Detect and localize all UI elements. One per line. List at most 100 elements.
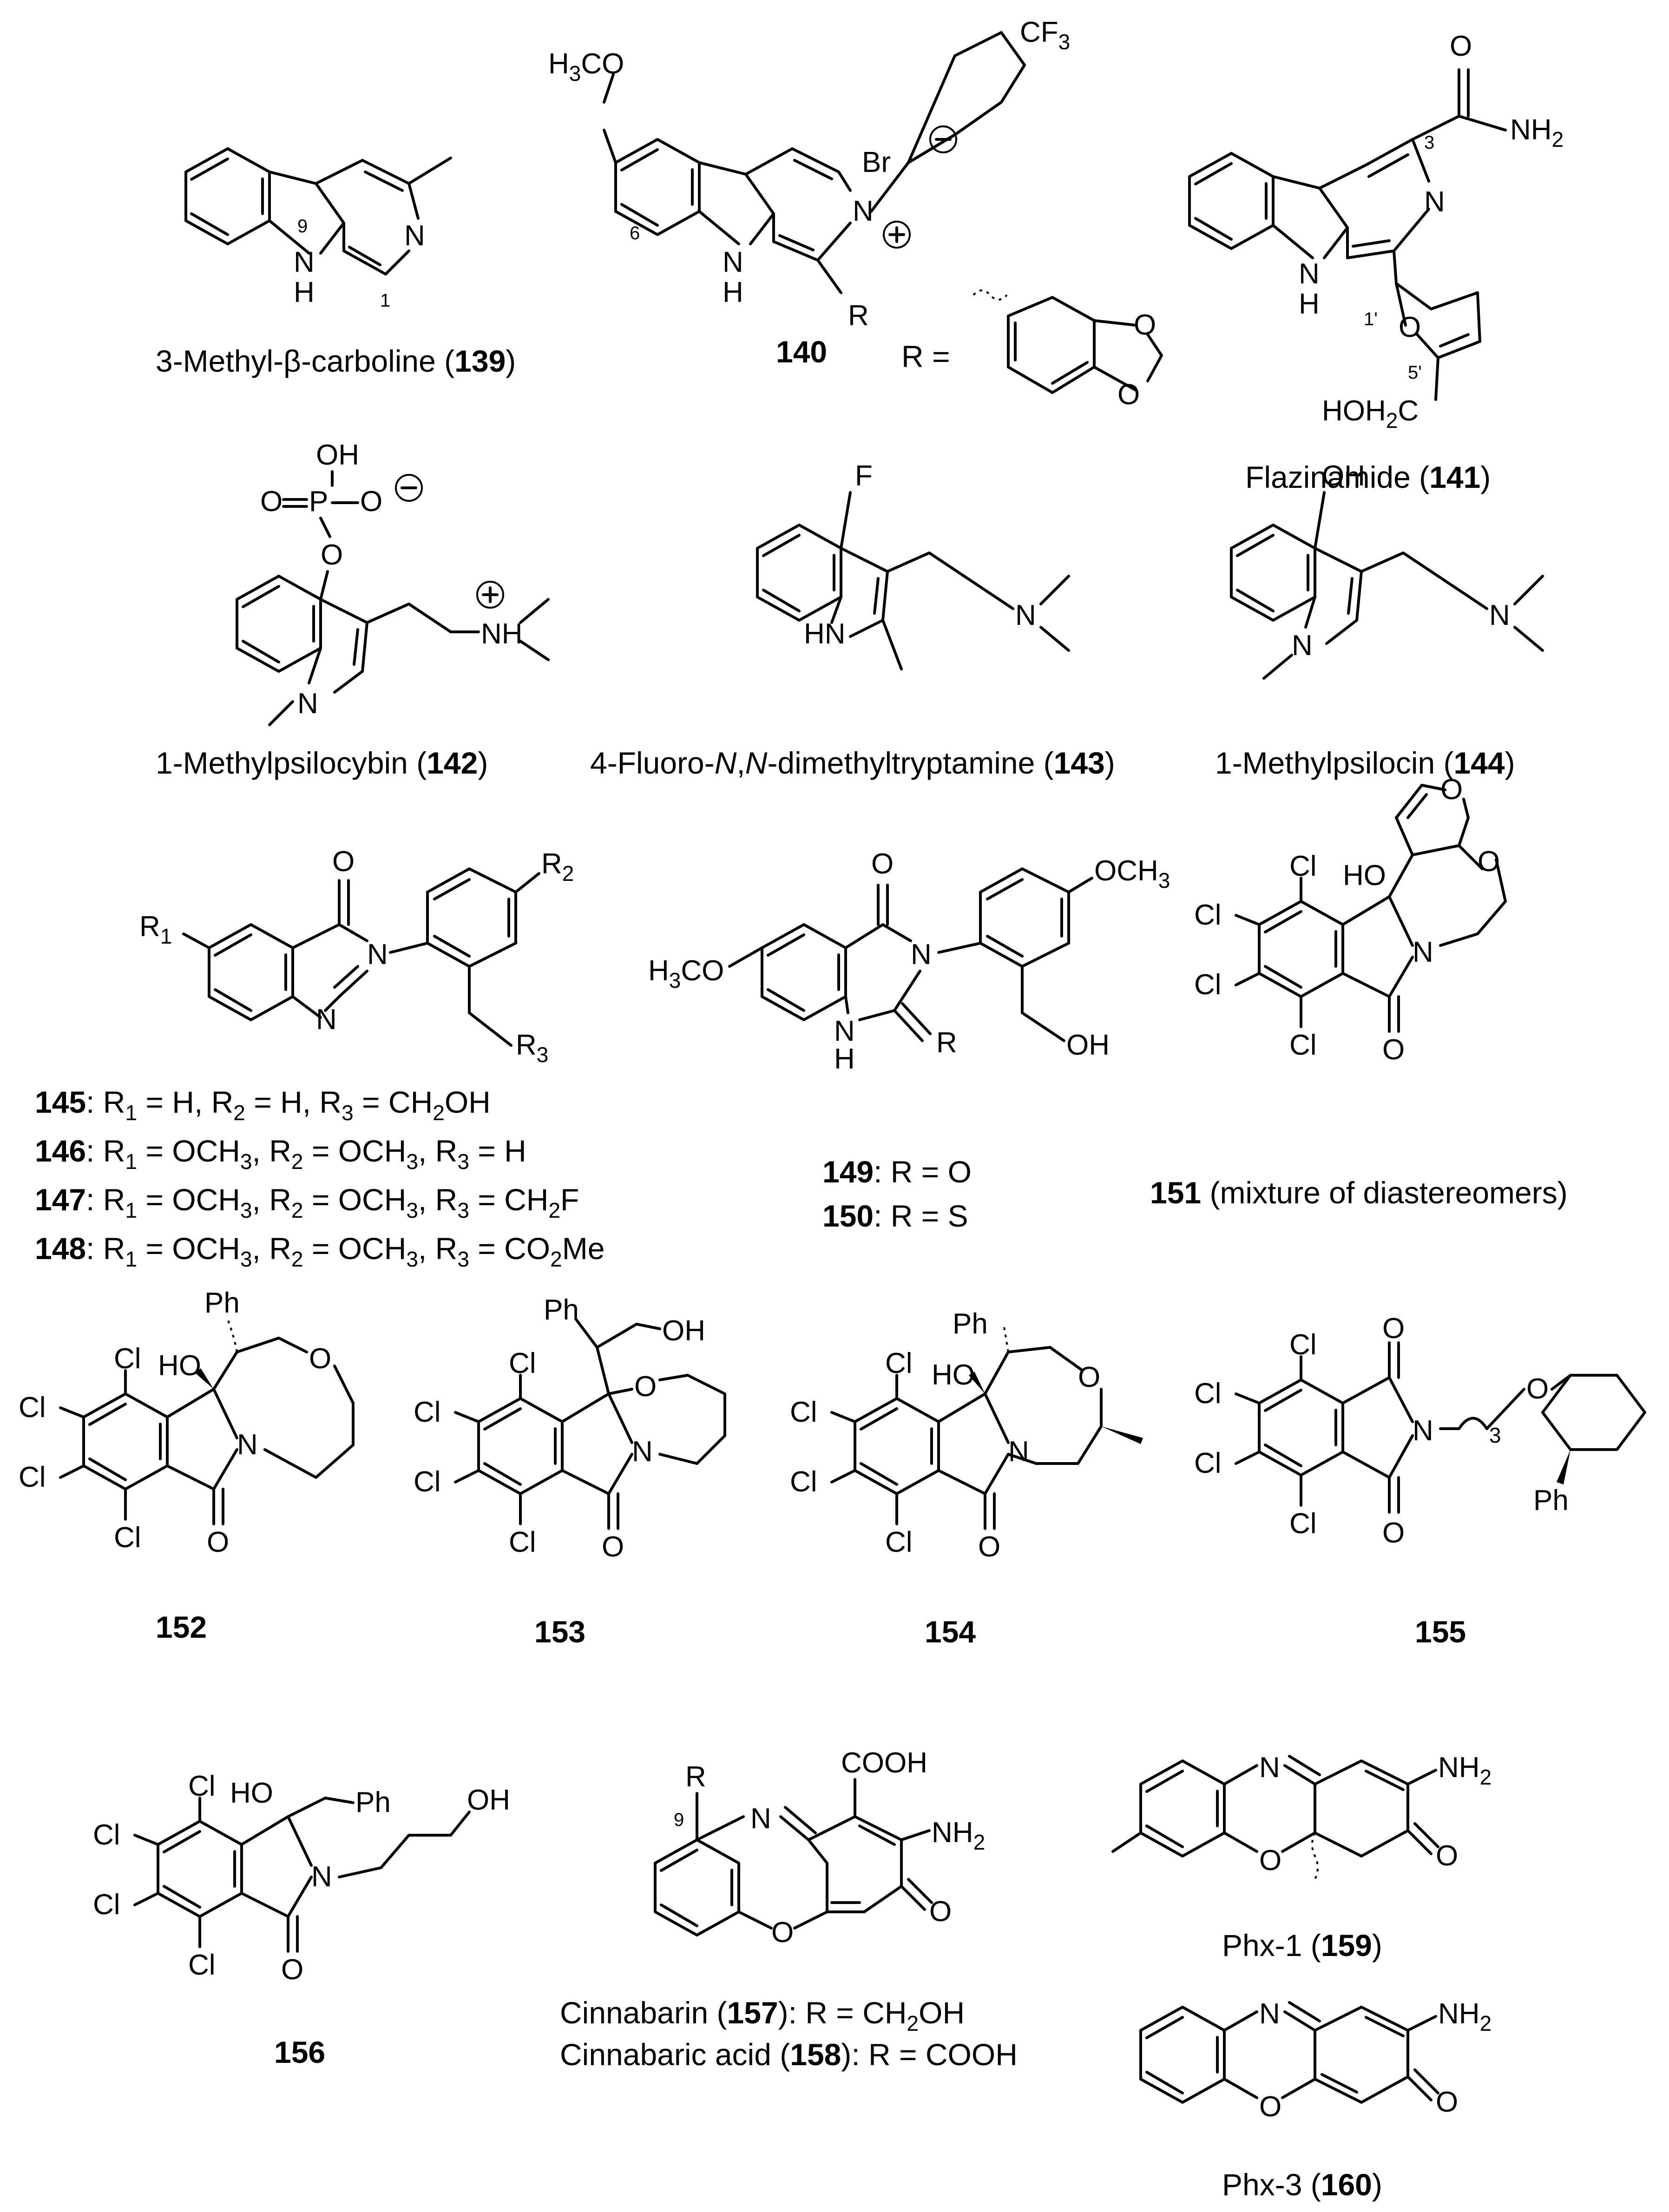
atom-n: N bbox=[1489, 599, 1510, 631]
atom-r2: R2 bbox=[541, 848, 574, 886]
atom-o: O bbox=[1399, 311, 1421, 343]
compound-159-caption: Phx-1 (159) bbox=[1222, 1928, 1382, 1963]
atom-oh: OH bbox=[1322, 460, 1365, 492]
compound-154: Cl Cl Cl Cl Ph HO O N O 154 bbox=[790, 1308, 1143, 1649]
atom-n: N bbox=[834, 1015, 855, 1047]
compound-152: Cl Cl Cl Cl Ph HO N O O 152 bbox=[19, 1287, 355, 1644]
atom-cl: Cl bbox=[1194, 969, 1222, 1001]
atom-ho: HO bbox=[230, 1777, 273, 1809]
locant: 6 bbox=[630, 223, 640, 243]
atom-n: N bbox=[316, 1004, 337, 1036]
atom-cf3: CF3 bbox=[1020, 16, 1070, 54]
compound-140-id: 140 bbox=[776, 335, 827, 369]
atom-nh2: NH2 bbox=[1510, 114, 1564, 151]
atom-oh: OH bbox=[662, 1315, 705, 1347]
atom-n: N bbox=[237, 1429, 258, 1461]
atom-cl: Cl bbox=[93, 1819, 120, 1851]
locant: 1' bbox=[1364, 309, 1378, 329]
atom-h3co: H3CO bbox=[548, 48, 624, 85]
atom-n: N bbox=[1259, 1752, 1280, 1784]
compound-153-id: 153 bbox=[534, 1615, 585, 1649]
atom-hoh2c: HOH2C bbox=[1322, 395, 1419, 433]
atom-cl: Cl bbox=[790, 1466, 817, 1498]
atom-o: O bbox=[1078, 1361, 1100, 1393]
atom-n: N bbox=[1292, 630, 1313, 662]
atom-cl: Cl bbox=[885, 1347, 913, 1379]
atom-o: O bbox=[602, 1531, 624, 1563]
series-row-147: 147: R1 = OCH3, R2 = OCH3, R3 = CH2F bbox=[35, 1182, 579, 1222]
atom-ph: Ph bbox=[1533, 1484, 1569, 1516]
atom-o: O bbox=[309, 1343, 331, 1375]
atom-n: N bbox=[632, 1436, 653, 1468]
atom-o: O bbox=[1117, 379, 1140, 411]
atom-cl: Cl bbox=[1194, 899, 1222, 931]
atom-nh: NH bbox=[481, 618, 523, 650]
atom-oh: OH bbox=[1066, 1029, 1110, 1061]
compound-156-id: 156 bbox=[274, 2035, 325, 2069]
atom-o: O bbox=[321, 539, 343, 571]
atom-o: O bbox=[634, 1371, 657, 1403]
atom-n: N bbox=[723, 246, 743, 278]
series-row-148: 148: R1 = OCH3, R2 = OCH3, R3 = CO2Me bbox=[35, 1231, 605, 1271]
locant: 3 bbox=[1424, 132, 1434, 153]
atom-ph: Ph bbox=[204, 1287, 240, 1319]
atom-cl: Cl bbox=[414, 1466, 441, 1498]
compound-153: Cl Cl Cl Cl Ph OH O N O 153 bbox=[414, 1294, 726, 1649]
atom-o: O bbox=[1134, 309, 1156, 341]
atom-cl: Cl bbox=[188, 1770, 216, 1802]
atom-cl: Cl bbox=[509, 1526, 536, 1558]
atom-r3: R3 bbox=[516, 1029, 548, 1067]
atom-r: R bbox=[685, 1761, 706, 1793]
compound-156: Cl Cl Cl Cl HO Ph N O OH 156 bbox=[93, 1770, 510, 2069]
compound-141-caption: Flazinamide (141) bbox=[1245, 460, 1491, 494]
atom-o: O bbox=[1436, 1840, 1458, 1872]
atom-n: N bbox=[911, 939, 932, 971]
atom-n: N bbox=[1299, 258, 1320, 290]
atom-r: R bbox=[936, 1027, 957, 1059]
compound-139: N N H 9 1 3-Methyl-β-carboline (139) bbox=[156, 147, 516, 378]
atom-cl: Cl bbox=[114, 1522, 141, 1554]
atom-o: O bbox=[260, 486, 283, 518]
positive-charge bbox=[476, 581, 504, 609]
compound-157-caption: Cinnabarin (157): R = CH2OH bbox=[560, 1995, 965, 2035]
atom-n: N bbox=[1413, 936, 1433, 968]
compound-155-id: 155 bbox=[1415, 1615, 1466, 1649]
atom-o: O bbox=[332, 846, 355, 878]
compound-139-caption: 3-Methyl-β-carboline (139) bbox=[156, 344, 516, 378]
chain-count: 3 bbox=[1489, 1423, 1501, 1447]
positive-charge bbox=[883, 221, 911, 249]
atom-nh2: NH2 bbox=[1438, 1752, 1492, 1789]
atom-ph: Ph bbox=[953, 1308, 988, 1340]
atom-cl: Cl bbox=[114, 1343, 141, 1375]
compound-144: OH N N 1-Methylpsilocin (144) bbox=[1215, 460, 1544, 780]
atom-cl: Cl bbox=[1194, 1447, 1222, 1479]
atom-cl: Cl bbox=[1289, 850, 1317, 882]
atom-nh2: NH2 bbox=[1438, 1998, 1492, 2035]
atom-p: P bbox=[309, 486, 328, 518]
compound-142: OH O P O O N NH 1-Methylpsilocybin (142) bbox=[156, 439, 550, 780]
atom-n: N bbox=[1015, 599, 1036, 631]
atom-ho: HO bbox=[158, 1350, 201, 1382]
atom-f: F bbox=[855, 460, 873, 492]
negative-charge bbox=[395, 474, 423, 502]
atom-cooh: COOH bbox=[841, 1747, 927, 1779]
atom-h: H bbox=[1299, 288, 1320, 320]
atom-n: N bbox=[750, 1803, 771, 1835]
atom-o: O bbox=[1478, 846, 1500, 878]
atom-o: O bbox=[1259, 2091, 1281, 2123]
atom-o: O bbox=[207, 1526, 229, 1558]
atom-ph: Ph bbox=[544, 1294, 579, 1326]
atom-och3: OCH3 bbox=[1094, 855, 1170, 893]
atom-cl: Cl bbox=[414, 1396, 441, 1428]
atom-o: O bbox=[1382, 1313, 1405, 1345]
atom-h3co: H3CO bbox=[648, 955, 724, 992]
atom-o: O bbox=[281, 1954, 303, 1986]
compound-145-148: O R1 N N R2 R3 145: R1 = H, R2 = H, R3 =… bbox=[35, 846, 605, 1271]
atom-ho: HO bbox=[1343, 860, 1386, 892]
atom-o: O bbox=[771, 1917, 794, 1949]
atom-h: H bbox=[834, 1043, 855, 1075]
compound-160: N O NH2 O Phx-3 (160) bbox=[1139, 1998, 1492, 2202]
atom-o: O bbox=[1259, 1844, 1281, 1877]
atom-ph: Ph bbox=[355, 1786, 391, 1818]
atom-o: O bbox=[360, 486, 382, 518]
